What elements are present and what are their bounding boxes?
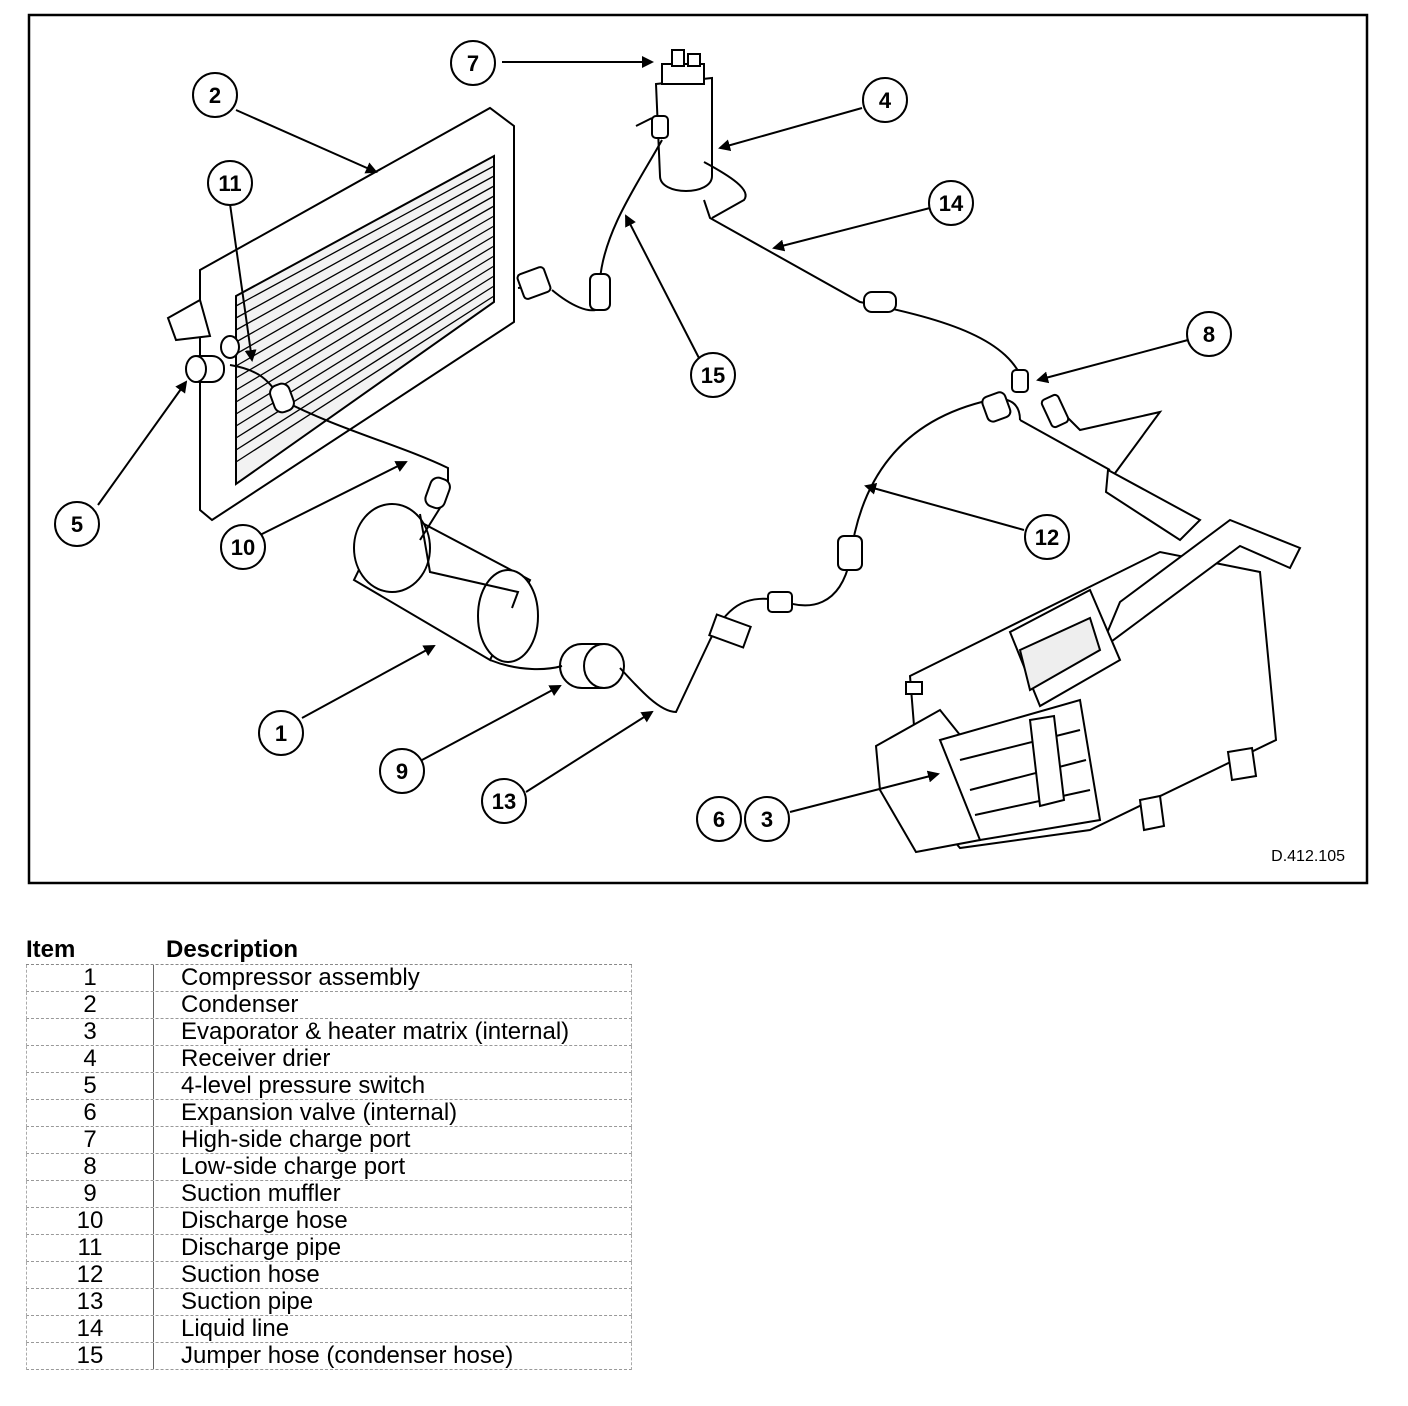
legend-row: 5 4-level pressure switch bbox=[26, 1073, 632, 1100]
legend-item-description: Expansion valve (internal) bbox=[181, 1099, 458, 1126]
svg-text:4: 4 bbox=[879, 88, 892, 113]
legend-item-number: 4 bbox=[27, 1046, 154, 1072]
legend-item-description: Discharge pipe bbox=[181, 1234, 342, 1261]
suction-muffler-drawing bbox=[559, 643, 625, 689]
callout-leaders bbox=[97, 56, 1189, 813]
callout-15: 15 bbox=[690, 352, 736, 398]
receiver-drier-drawing bbox=[635, 49, 713, 192]
legend-item-description: Receiver drier bbox=[181, 1045, 331, 1072]
svg-text:5: 5 bbox=[71, 512, 83, 537]
legend-item-number: 14 bbox=[27, 1316, 154, 1342]
callout-3: 3 bbox=[744, 796, 790, 842]
legend-item-description: Evaporator & heater matrix (internal) bbox=[181, 1018, 570, 1045]
legend-row: 8 Low-side charge port bbox=[26, 1154, 632, 1181]
callout-10: 10 bbox=[220, 524, 266, 570]
legend-item-number: 6 bbox=[27, 1100, 154, 1126]
legend-row: 14 Liquid line bbox=[26, 1316, 632, 1343]
legend-row: 12 Suction hose bbox=[26, 1262, 632, 1289]
legend-header-item: Item bbox=[26, 936, 76, 963]
legend-row: 10 Discharge hose bbox=[26, 1208, 632, 1235]
legend-row: 11 Discharge pipe bbox=[26, 1235, 632, 1262]
legend-item-number: 1 bbox=[27, 965, 154, 991]
legend-item-number: 11 bbox=[27, 1235, 154, 1261]
legend-table: Item Description 1 Compressor assembly 2 C… bbox=[26, 936, 632, 1370]
condenser-drawing bbox=[166, 106, 515, 522]
legend-item-description: Suction pipe bbox=[181, 1288, 314, 1315]
callout-9: 9 bbox=[379, 748, 425, 794]
svg-text:12: 12 bbox=[1035, 525, 1059, 550]
legend-item-number: 3 bbox=[27, 1019, 154, 1045]
compressor-drawing bbox=[352, 503, 539, 663]
callout-14: 14 bbox=[928, 180, 974, 226]
legend-item-number: 5 bbox=[27, 1073, 154, 1099]
legend-item-number: 15 bbox=[27, 1343, 154, 1369]
svg-text:7: 7 bbox=[467, 51, 479, 76]
legend-row: 7 High-side charge port bbox=[26, 1127, 632, 1154]
ac-system-diagram: 1 2 3 4 5 6 7 8 9 10 11 12 13 14 15 D.41… bbox=[27, 13, 1369, 885]
svg-text:9: 9 bbox=[396, 759, 408, 784]
legend-row: 1 Compressor assembly bbox=[26, 965, 632, 992]
legend-row: 6 Expansion valve (internal) bbox=[26, 1100, 632, 1127]
legend-header: Item Description bbox=[26, 936, 632, 964]
legend-row: 13 Suction pipe bbox=[26, 1289, 632, 1316]
legend-item-number: 12 bbox=[27, 1262, 154, 1288]
svg-text:11: 11 bbox=[218, 171, 241, 196]
callout-11: 11 bbox=[207, 160, 253, 206]
legend-item-number: 8 bbox=[27, 1154, 154, 1180]
pressure-switch-drawing bbox=[185, 335, 240, 383]
legend-item-description: Liquid line bbox=[181, 1315, 290, 1342]
legend-item-description: Low-side charge port bbox=[181, 1153, 406, 1180]
svg-text:3: 3 bbox=[761, 807, 773, 832]
callout-2: 2 bbox=[192, 72, 238, 118]
svg-text:13: 13 bbox=[492, 789, 516, 814]
callout-1: 1 bbox=[258, 710, 304, 756]
svg-text:8: 8 bbox=[1203, 322, 1215, 347]
legend-item-description: Discharge hose bbox=[181, 1207, 348, 1234]
hose-fittings bbox=[269, 266, 1070, 649]
callout-4: 4 bbox=[862, 77, 908, 123]
evaporator-housing-drawing bbox=[874, 468, 1302, 854]
svg-text:10: 10 bbox=[231, 535, 255, 560]
legend-item-description: Suction muffler bbox=[181, 1180, 341, 1207]
legend-row: 2 Condenser bbox=[26, 992, 632, 1019]
legend-row: 4 Receiver drier bbox=[26, 1046, 632, 1073]
legend-item-description: Jumper hose (condenser hose) bbox=[181, 1342, 514, 1369]
legend-header-description: Description bbox=[166, 936, 299, 963]
callout-8: 8 bbox=[1186, 311, 1232, 357]
svg-text:14: 14 bbox=[939, 191, 964, 216]
diagram-reference-code: D.412.105 bbox=[1271, 848, 1345, 865]
callout-7: 7 bbox=[450, 40, 496, 86]
legend-item-description: Condenser bbox=[181, 991, 299, 1018]
legend-rows: 1 Compressor assembly 2 Condenser 3 Evapora… bbox=[26, 964, 632, 1370]
legend-row: 9 Suction muffler bbox=[26, 1181, 632, 1208]
legend-row: 3 Evaporator & heater matrix (internal) bbox=[26, 1019, 632, 1046]
legend-item-number: 10 bbox=[27, 1208, 154, 1234]
legend-item-number: 13 bbox=[27, 1289, 154, 1315]
callout-12: 12 bbox=[1024, 514, 1070, 560]
legend-item-number: 9 bbox=[27, 1181, 154, 1207]
svg-text:1: 1 bbox=[275, 721, 287, 746]
legend-item-description: 4-level pressure switch bbox=[181, 1072, 426, 1099]
legend-item-description: High-side charge port bbox=[181, 1126, 411, 1153]
svg-text:2: 2 bbox=[209, 83, 221, 108]
legend-item-number: 7 bbox=[27, 1127, 154, 1153]
legend-row: 15 Jumper hose (condenser hose) bbox=[26, 1343, 632, 1370]
callout-6: 6 bbox=[696, 796, 742, 842]
legend-item-number: 2 bbox=[27, 992, 154, 1018]
legend-item-description: Compressor assembly bbox=[181, 964, 420, 991]
svg-text:6: 6 bbox=[713, 807, 725, 832]
callout-13: 13 bbox=[481, 778, 527, 824]
callout-5: 5 bbox=[54, 501, 100, 547]
legend-item-description: Suction hose bbox=[181, 1261, 320, 1288]
svg-text:15: 15 bbox=[701, 363, 725, 388]
